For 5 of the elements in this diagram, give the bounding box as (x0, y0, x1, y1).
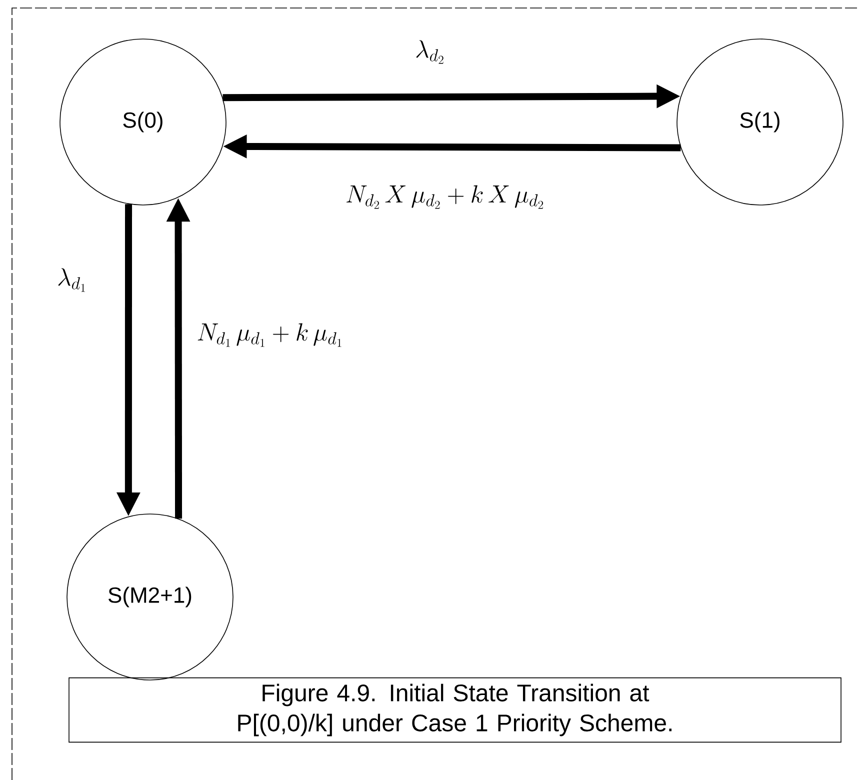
edge-label: $N_{d_2}\,X\,\mu_{d_2}+k\,X\,\mu_{d_2}$ (343, 183, 547, 211)
edge-label: $\lambda_{d_2}$ (413, 38, 447, 66)
caption-box: Figure 4.9. Initial State Transition at P[(0,0)/k] under Case 1 Priority Scheme. (68, 677, 842, 743)
edge-label: $N_{d_1}\,\mu_{d_1}+k\,\mu_{d_1}$ (194, 321, 346, 349)
edge-label: $\lambda_{d_1}$ (55, 266, 89, 294)
